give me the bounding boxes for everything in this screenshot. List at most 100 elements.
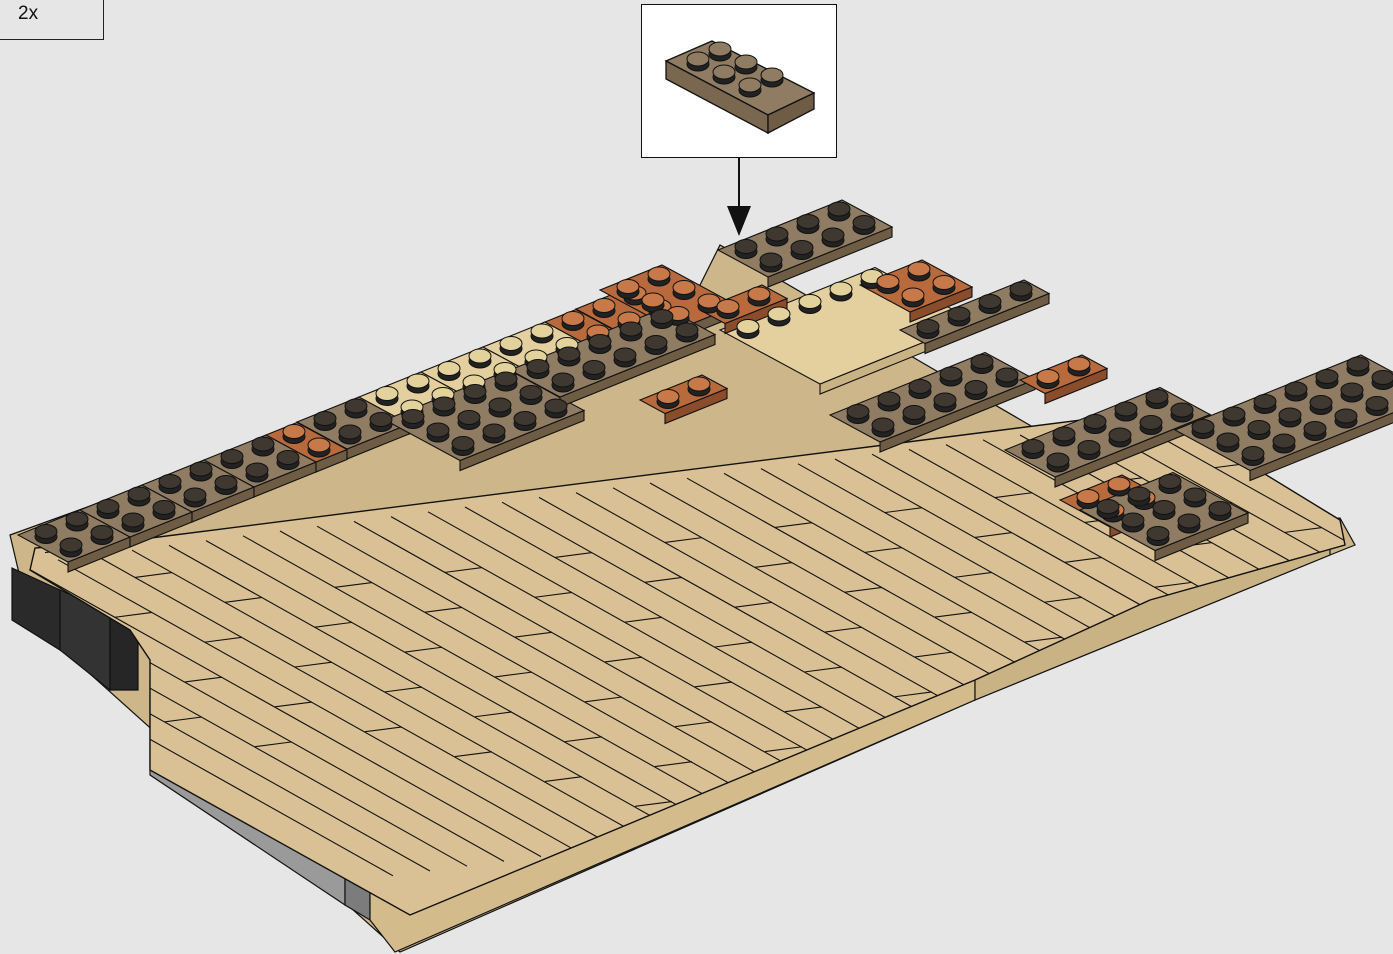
stud: [902, 288, 924, 307]
stud: [1242, 447, 1264, 466]
stud: [159, 475, 181, 494]
stud: [1078, 441, 1100, 460]
stud: [221, 450, 243, 469]
stud: [252, 437, 274, 456]
stud: [122, 513, 144, 532]
stud: [822, 228, 844, 247]
stud: [558, 347, 580, 366]
stud: [1178, 514, 1200, 533]
stud: [376, 387, 398, 406]
stud: [1140, 416, 1162, 435]
stud: [614, 348, 636, 367]
stud: [1372, 371, 1393, 390]
stud: [748, 287, 770, 306]
stud: [673, 281, 695, 300]
stud: [688, 377, 710, 396]
stud: [1279, 408, 1301, 427]
stud: [657, 390, 679, 409]
stud: [433, 397, 455, 416]
stud: [402, 410, 424, 429]
stud: [853, 216, 875, 235]
stud: [1184, 488, 1206, 507]
stud: [66, 512, 88, 531]
stud: [91, 526, 113, 545]
stud: [339, 425, 361, 444]
stud: [1248, 421, 1270, 440]
stud: [1122, 513, 1144, 532]
stud: [345, 399, 367, 418]
stud: [933, 276, 955, 295]
stud: [593, 299, 615, 318]
stud: [903, 406, 925, 425]
stud: [97, 500, 119, 519]
stud: [60, 538, 82, 557]
stud: [469, 349, 491, 368]
stud: [495, 372, 517, 391]
stud: [552, 373, 574, 392]
stud: [651, 310, 673, 329]
stud: [184, 488, 206, 507]
stud: [1153, 501, 1175, 520]
stud: [648, 267, 670, 286]
stud: [676, 323, 698, 342]
stud: [1037, 370, 1059, 389]
stud: [1128, 487, 1150, 506]
stud: [766, 227, 788, 246]
stud: [1285, 382, 1307, 401]
stud: [370, 413, 392, 432]
stud: [1146, 390, 1168, 409]
stud: [514, 412, 536, 431]
stud: [799, 295, 821, 314]
stud: [1159, 475, 1181, 494]
stud: [1097, 500, 1119, 519]
stud: [1115, 402, 1137, 421]
stud: [877, 275, 899, 294]
stud: [917, 320, 939, 339]
stud: [128, 487, 150, 506]
stud: [828, 202, 850, 221]
stud: [407, 374, 429, 393]
stud: [527, 360, 549, 379]
stud: [1273, 434, 1295, 453]
stud: [1223, 407, 1245, 426]
stud: [909, 380, 931, 399]
stud: [314, 412, 336, 431]
stud: [531, 324, 553, 343]
stud: [1310, 396, 1332, 415]
stud: [797, 215, 819, 234]
stud: [1254, 395, 1276, 414]
stud: [617, 280, 639, 299]
stud: [35, 525, 57, 544]
stud: [427, 423, 449, 442]
stud: [620, 322, 642, 341]
stud: [520, 386, 542, 405]
stud: [1341, 383, 1363, 402]
stud: [1192, 420, 1214, 439]
stud: [583, 361, 605, 380]
stud: [948, 307, 970, 326]
stud: [1108, 477, 1130, 496]
stud: [965, 381, 987, 400]
stud: [1147, 527, 1169, 546]
stud: [1347, 357, 1369, 376]
stud: [500, 337, 522, 356]
stud: [934, 393, 956, 412]
stud: [589, 335, 611, 354]
stud: [735, 240, 757, 259]
stud: [464, 385, 486, 404]
stud: [1304, 422, 1326, 441]
stud: [283, 425, 305, 444]
stud: [562, 312, 584, 331]
stud: [1316, 370, 1338, 389]
stud: [847, 405, 869, 424]
stud: [1010, 282, 1032, 301]
stud: [737, 320, 759, 339]
stud: [153, 501, 175, 520]
stud: [1366, 397, 1388, 416]
stud: [1109, 428, 1131, 447]
stud: [996, 368, 1018, 387]
stud: [1217, 433, 1239, 452]
stud: [878, 392, 900, 411]
stud: [438, 362, 460, 381]
